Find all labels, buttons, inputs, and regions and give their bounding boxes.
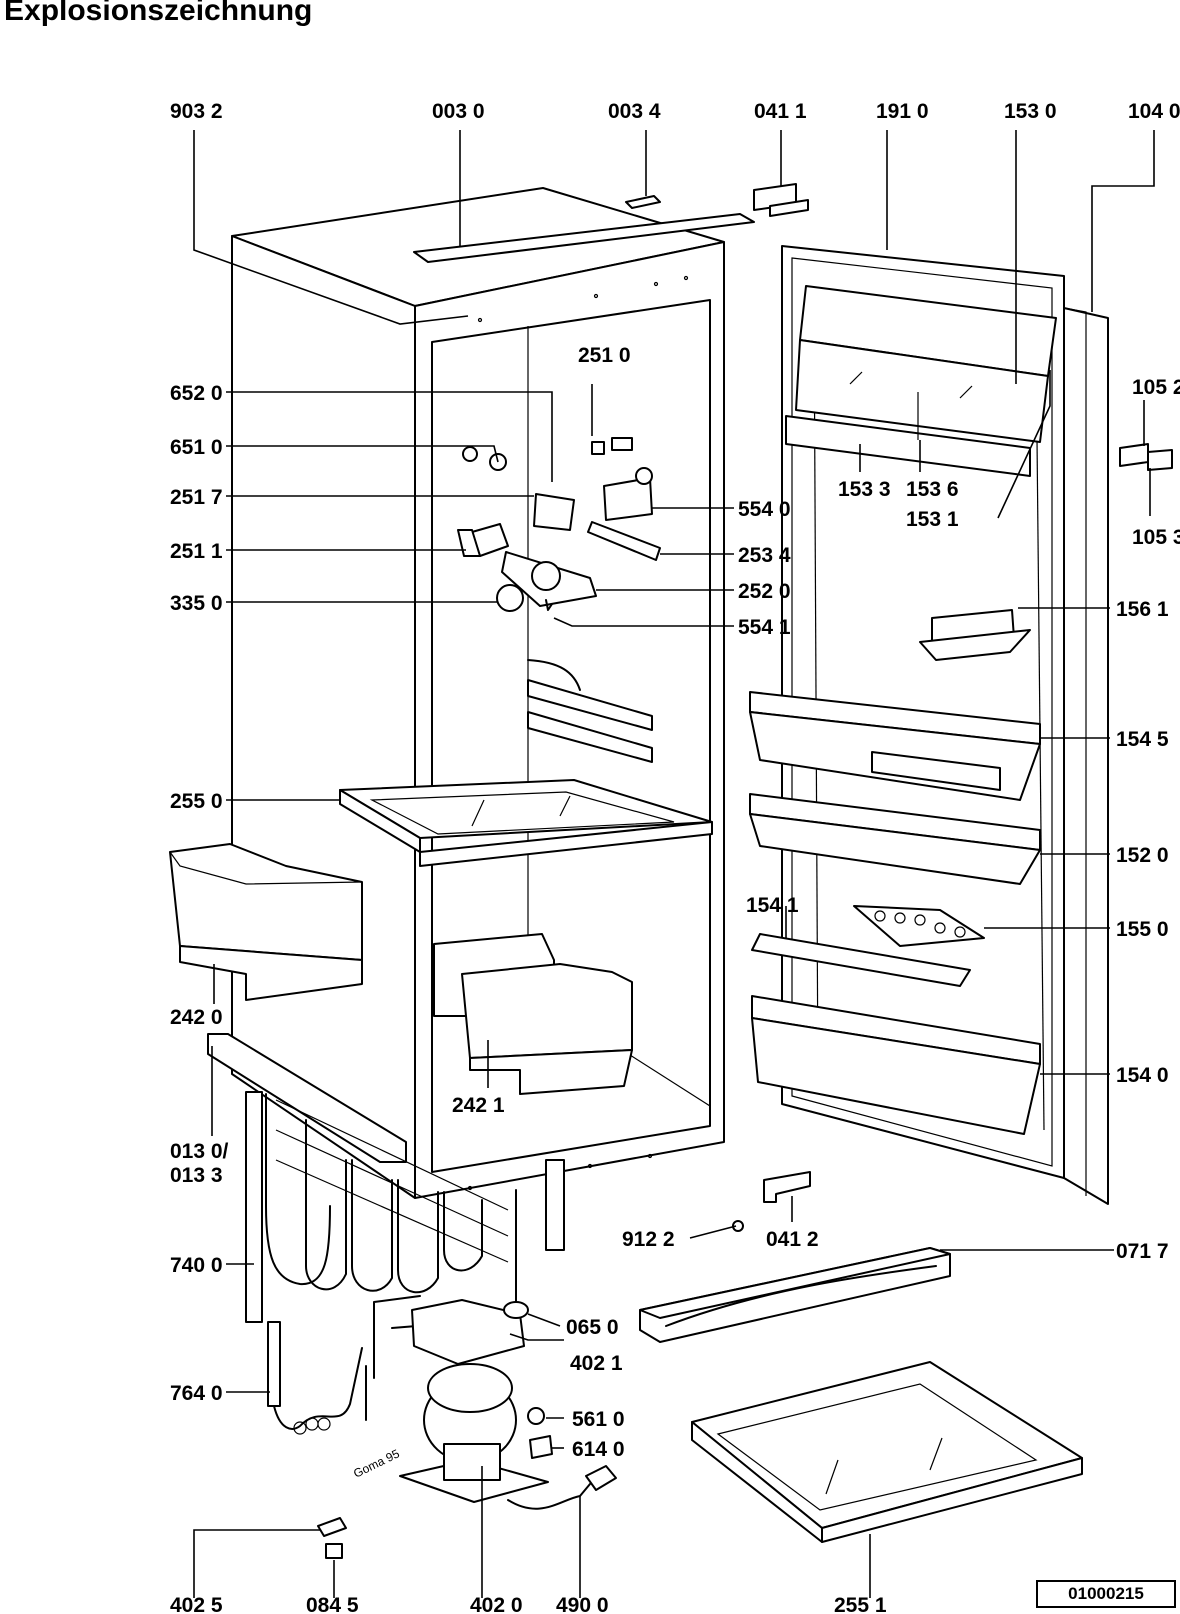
label-071-7: 071 7 [1116, 1240, 1169, 1263]
label-335-0: 335 0 [170, 592, 223, 615]
door-bin-lower [751, 995, 1041, 1135]
label-253-4: 253 4 [738, 544, 791, 567]
leader-lines [193, 130, 1155, 1598]
label-156-1: 156 1 [1116, 598, 1169, 621]
label-614-0: 614 0 [572, 1438, 625, 1461]
kick-plate [639, 1247, 951, 1343]
label-154-5: 154 5 [1116, 728, 1169, 751]
label-153-3: 153 3 [838, 478, 891, 501]
label-764-0: 764 0 [170, 1382, 223, 1405]
label-651-0: 651 0 [170, 436, 223, 459]
egg-tray-lid-1561 [919, 609, 1031, 661]
label-252-0: 252 0 [738, 580, 791, 603]
label-104-0: 104 0 [1128, 100, 1180, 123]
label-013-0: 013 0/ [170, 1140, 229, 1163]
label-105-2: 105 2 [1132, 376, 1180, 399]
label-191-0: 191 0 [876, 100, 929, 123]
crisper-drawer-right [433, 933, 633, 1095]
label-561-0: 561 0 [572, 1408, 625, 1431]
glass-shelf-upper [339, 779, 713, 867]
label-554-0: 554 0 [738, 498, 791, 521]
label-242-1: 242 1 [452, 1094, 505, 1117]
part-labels: 903 2 003 0 003 4 041 1 191 0 153 0 104 … [170, 100, 1180, 1614]
label-242-0: 242 0 [170, 1006, 223, 1029]
document-number: 01000215 [1036, 1580, 1176, 1608]
door-bin-upper [749, 691, 1041, 801]
label-402-5: 402 5 [170, 1594, 223, 1614]
label-912-2: 912 2 [622, 1228, 675, 1251]
label-065-0: 065 0 [566, 1316, 619, 1339]
label-402-1: 402 1 [570, 1352, 623, 1375]
label-402-0: 402 0 [470, 1594, 523, 1614]
top-hinge [753, 183, 809, 217]
top-cover-strip [413, 213, 755, 263]
label-255-1: 255 1 [834, 1594, 887, 1614]
label-155-0: 155 0 [1116, 918, 1169, 941]
bottle-retainer [751, 933, 971, 987]
label-554-1: 554 1 [738, 616, 791, 639]
door-bin-middle [749, 793, 1041, 885]
glass-shelf-lower [691, 1361, 1083, 1543]
egg-tray [853, 905, 985, 947]
label-251-1: 251 1 [170, 540, 223, 563]
label-490-0: 490 0 [556, 1594, 609, 1614]
small-parts [317, 1171, 811, 1559]
stamp-text: Goma 95 [351, 1446, 402, 1480]
label-153-6: 153 6 [906, 478, 959, 501]
label-652-0: 652 0 [170, 382, 223, 405]
label-740-0: 740 0 [170, 1254, 223, 1277]
crisper-drawer-left [169, 843, 363, 1001]
label-154-1: 154 1 [746, 894, 799, 917]
label-152-0: 152 0 [1116, 844, 1169, 867]
lower-door-hinge-105 [1119, 443, 1173, 471]
label-153-0: 153 0 [1004, 100, 1057, 123]
label-003-0: 003 0 [432, 100, 485, 123]
label-041-2: 041 2 [766, 1228, 819, 1251]
label-153-1: 153 1 [906, 508, 959, 531]
control-components [457, 437, 661, 612]
label-154-0: 154 0 [1116, 1064, 1169, 1087]
butter-compartment [785, 285, 1057, 477]
compressor [365, 1295, 549, 1503]
label-903-2: 903 2 [170, 100, 223, 123]
hinge-cover-0034 [625, 195, 661, 209]
label-084-5: 084 5 [306, 1594, 359, 1614]
label-255-0: 255 0 [170, 790, 223, 813]
label-251-7: 251 7 [170, 486, 223, 509]
label-041-1: 041 1 [754, 100, 807, 123]
label-251-0: 251 0 [578, 344, 631, 367]
page-title: Explosionszeichnung [4, 0, 313, 27]
label-013-3: 013 3 [170, 1164, 223, 1187]
drier-filter [267, 1321, 363, 1435]
label-105-3: 105 3 [1132, 526, 1180, 549]
label-003-4: 003 4 [608, 100, 661, 123]
